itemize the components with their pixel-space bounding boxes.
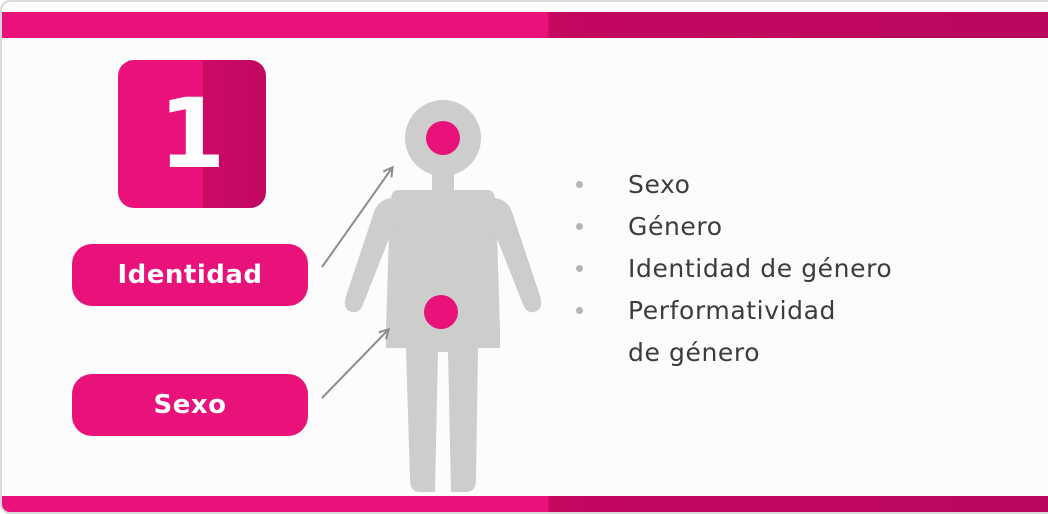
figure-body [386, 190, 500, 492]
step-number: 1 [158, 78, 226, 190]
step-number-tile: 1 [118, 60, 266, 208]
bottom-accent-band [2, 496, 1048, 512]
figure-neck [432, 172, 454, 192]
bullet-icon [576, 181, 583, 188]
top-accent-band [2, 12, 1048, 38]
figure-right-arm [492, 198, 542, 313]
concept-list: Sexo Género Identidad de género Performa… [576, 164, 892, 374]
head-marker-icon [426, 121, 460, 155]
identity-label: Identidad [117, 260, 263, 290]
identity-arrow-icon [321, 168, 392, 268]
figure-left-arm [344, 198, 394, 313]
list-item: Identidad de género [576, 248, 892, 290]
concept-text: Género [628, 212, 723, 241]
sex-label: Sexo [153, 390, 227, 420]
sex-label-pill: Sexo [72, 374, 308, 436]
bullet-icon [576, 223, 583, 230]
concept-text: Sexo [628, 170, 691, 199]
concept-text-continued: de género [628, 338, 761, 367]
identity-label-pill: Identidad [72, 244, 308, 306]
concept-text: Performatividad [628, 296, 836, 325]
bullet-icon [576, 307, 583, 314]
pelvis-marker-icon [424, 295, 458, 329]
bullet-icon [576, 265, 583, 272]
sex-arrow-icon [321, 330, 388, 399]
list-item: Sexo [576, 164, 892, 206]
list-item: Género [576, 206, 892, 248]
concept-text: Identidad de género [628, 254, 893, 283]
list-item: Performatividad de género [576, 290, 892, 374]
